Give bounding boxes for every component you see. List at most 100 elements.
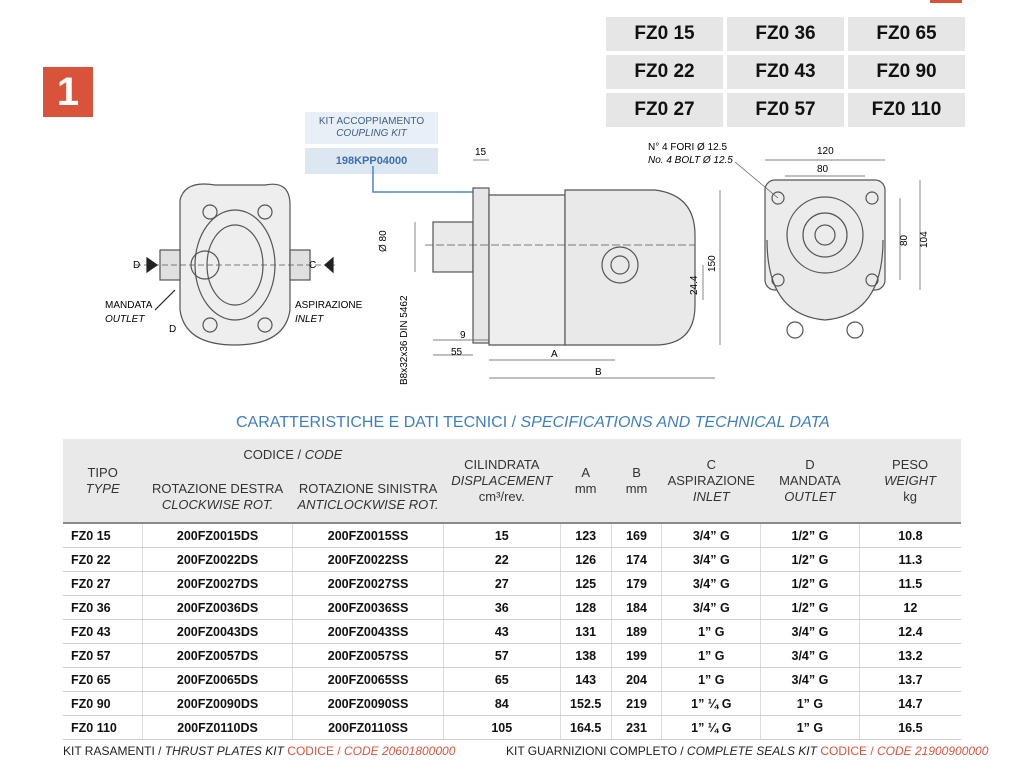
dim-80-width: 80 bbox=[817, 164, 829, 175]
cell-dim-b: 174 bbox=[610, 547, 662, 572]
dim-15: 15 bbox=[475, 147, 487, 158]
header-dx-label: ROTAZIONE DESTRA bbox=[151, 480, 284, 496]
holes-note-en: No. 4 BOLT Ø 12.5 bbox=[648, 155, 733, 166]
section-title-it: CARATTERISTICHE E DATI TECNICI / bbox=[236, 414, 521, 431]
seals-kit-note: KIT GUARNIZIONI COMPLETO / COMPLETE SEAL… bbox=[506, 744, 988, 758]
section-badge: 1 bbox=[43, 67, 93, 117]
kit-code: 198KPP04000 bbox=[305, 148, 438, 174]
label-d-arrow: D bbox=[169, 324, 176, 335]
cell-dim-b: 231 bbox=[610, 715, 662, 740]
cell-weight: 10.8 bbox=[858, 522, 961, 548]
cell-inlet: 1” ¼ G bbox=[661, 715, 761, 740]
dim-9: 9 bbox=[460, 330, 466, 341]
footer-right-c: CODICE / bbox=[820, 744, 877, 758]
rear-view bbox=[734, 159, 921, 339]
model-cell: FZ0 36 bbox=[727, 17, 844, 51]
dim-80: Ø 80 bbox=[378, 230, 389, 252]
cell-code-anticlockwise: 200FZ0027SS bbox=[292, 571, 444, 596]
cell-inlet: 3/4” G bbox=[661, 547, 761, 572]
cell-code-anticlockwise: 200FZ0065SS bbox=[292, 667, 444, 692]
cell-outlet: 1/2” G bbox=[760, 595, 860, 620]
model-cell: FZ0 57 bbox=[727, 93, 844, 127]
cell-dim-b: 219 bbox=[610, 691, 662, 716]
header-d-en: OUTLET bbox=[784, 488, 836, 504]
cell-type: FZ0 43 bbox=[63, 619, 143, 644]
thrust-plates-kit-note: KIT RASAMENTI / THRUST PLATES KIT CODICE… bbox=[63, 744, 455, 758]
side-view bbox=[414, 159, 721, 379]
holes-note-it: N° 4 FORI Ø 12.5 bbox=[648, 142, 727, 153]
cell-type: FZ0 36 bbox=[63, 595, 143, 620]
dim-24-4: 24.4 bbox=[689, 275, 700, 295]
cell-code-clockwise: 200FZ0043DS bbox=[141, 619, 293, 644]
header-peso-unit: kg bbox=[903, 488, 917, 504]
header-sx-label: ROTAZIONE SINISTRA bbox=[298, 480, 438, 496]
cell-dim-a: 125 bbox=[559, 571, 612, 596]
outlet-arrow-icon bbox=[146, 256, 159, 274]
cell-dim-a: 126 bbox=[559, 547, 612, 572]
cell-code-anticlockwise: 200FZ0022SS bbox=[292, 547, 444, 572]
cell-displacement: 65 bbox=[442, 667, 561, 692]
header-b-label: B bbox=[632, 464, 641, 480]
header-cil-unit: cm³/rev. bbox=[478, 488, 525, 504]
footer-right-a: KIT GUARNIZIONI COMPLETO / bbox=[506, 744, 687, 758]
cell-displacement: 105 bbox=[442, 715, 561, 740]
cell-code-clockwise: 200FZ0022DS bbox=[141, 547, 293, 572]
cell-type: FZ0 27 bbox=[63, 571, 143, 596]
footer-right-d: CODE 21900900000 bbox=[876, 744, 989, 758]
cell-code-clockwise: 200FZ0110DS bbox=[141, 715, 293, 740]
footer-left-d: CODE 20601800000 bbox=[343, 744, 456, 758]
dim-120: 120 bbox=[817, 146, 834, 157]
header-sx-en: ANTICLOCKWISE ROT. bbox=[297, 496, 439, 512]
label-outlet: OUTLET bbox=[105, 314, 145, 325]
footer-left-a: KIT RASAMENTI / bbox=[63, 744, 165, 758]
cell-code-clockwise: 200FZ0036DS bbox=[141, 595, 293, 620]
header-type-label: TYPE bbox=[85, 480, 120, 496]
model-cell: FZ0 15 bbox=[606, 17, 723, 51]
dim-150: 150 bbox=[707, 255, 718, 272]
pump-technical-drawing: D C MANDATA OUTLET D ASPIRAZIONE INLET 1… bbox=[105, 142, 930, 385]
cell-code-clockwise: 200FZ0057DS bbox=[141, 643, 293, 668]
cell-displacement: 22 bbox=[442, 547, 561, 572]
cell-weight: 12.4 bbox=[858, 619, 961, 644]
cell-inlet: 1” G bbox=[661, 643, 761, 668]
cell-displacement: 43 bbox=[442, 619, 561, 644]
cell-code-clockwise: 200FZ0027DS bbox=[141, 571, 293, 596]
d-leader-line bbox=[154, 289, 176, 311]
cell-outlet: 3/4” G bbox=[760, 667, 860, 692]
cell-dim-a: 131 bbox=[559, 619, 612, 644]
label-c: C bbox=[309, 260, 316, 271]
cell-weight: 16.5 bbox=[858, 715, 961, 740]
cell-weight: 12 bbox=[858, 595, 961, 620]
front-view bbox=[135, 183, 335, 346]
header-code: CODICE / CODE bbox=[142, 439, 444, 471]
dim-a: A bbox=[551, 349, 558, 360]
header-c-label: C bbox=[706, 456, 716, 472]
cell-code-anticlockwise: 200FZ0110SS bbox=[292, 715, 444, 740]
cell-dim-a: 152.5 bbox=[559, 691, 612, 716]
cell-code-anticlockwise: 200FZ0015SS bbox=[292, 522, 444, 548]
section-title: CARATTERISTICHE E DATI TECNICI / SPECIFI… bbox=[236, 414, 830, 432]
model-cell: FZ0 43 bbox=[727, 55, 844, 89]
header-cil-label: CILINDRATA bbox=[464, 456, 540, 472]
cell-outlet: 1” G bbox=[760, 715, 860, 740]
header-dx-en: CLOCKWISE ROT. bbox=[161, 496, 274, 512]
cell-dim-a: 138 bbox=[559, 643, 612, 668]
cell-inlet: 3/4” G bbox=[661, 595, 761, 620]
cell-code-anticlockwise: 200FZ0057SS bbox=[292, 643, 444, 668]
cell-weight: 11.5 bbox=[858, 571, 961, 596]
header-c-it: ASPIRAZIONE bbox=[667, 472, 755, 488]
label-inlet: INLET bbox=[295, 314, 324, 325]
header-code-label: CODE bbox=[304, 447, 343, 462]
cell-code-anticlockwise: 200FZ0036SS bbox=[292, 595, 444, 620]
